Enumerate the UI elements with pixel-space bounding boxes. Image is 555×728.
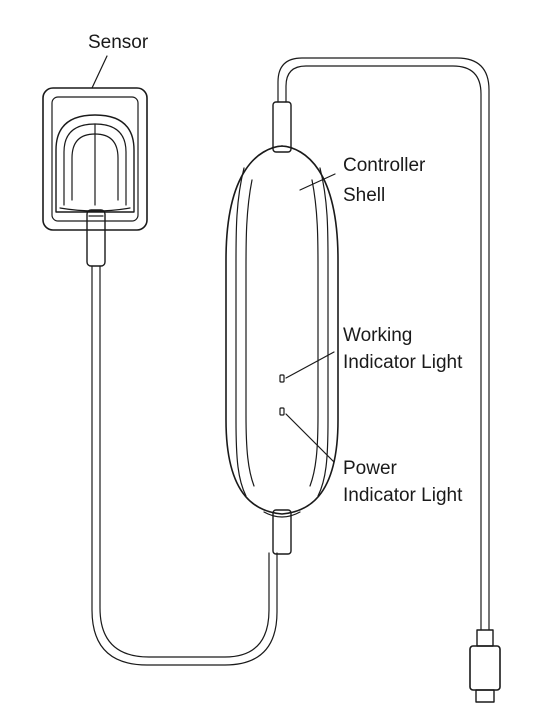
power-indicator-light-label: Power Indicator Light [343,457,462,508]
sensor-label: Sensor [88,31,148,55]
controller-shell-label: Controller Shell [343,154,425,208]
usb-cable-inner [285,65,482,631]
working-indicator-light-label: Working Indicator Light [343,324,462,375]
sensor-label-text: Sensor [88,32,149,53]
sensor-pad-outer [55,114,135,213]
sensor-pad-base [59,207,131,212]
sensor [42,87,148,267]
sensor-leader-line [91,55,108,89]
usb-cable [277,57,490,631]
usb-connector-neck [476,629,494,647]
top-strain-relief-body [272,101,292,153]
controller-shell-label-line2: Shell [343,185,386,206]
controller-shell-left-inner [245,179,255,487]
sensor-inner-frame [51,96,139,222]
controller-shell-right-ridge [317,167,329,497]
controller-bottom-strain-relief [263,509,301,555]
working-light-label-line2: Indicator Light [343,352,463,373]
controller-shell-leader-line [299,173,336,191]
bottom-strain-relief-collar [263,511,301,518]
usb-connector [469,629,501,703]
sensor-strain-relief [86,209,106,267]
controller-top-strain-relief [263,101,301,153]
bottom-strain-relief-body [272,509,292,555]
controller-shell-right-inner [309,179,319,487]
working-light-leader-line [285,351,335,379]
working-indicator-light [279,374,285,383]
controller-shell-left-ridge [235,167,247,497]
controller-shell-label-line1: Controller [343,155,426,176]
usb-connector-body [469,645,501,691]
sensor-outer-frame [42,87,148,231]
working-light-label-line1: Working [343,325,413,346]
usb-connector-plug [475,689,495,703]
sensor-cable-inner [99,265,270,658]
controller-shell [225,145,339,515]
power-light-leader-line [285,413,335,463]
power-light-label-line2: Indicator Light [343,485,463,506]
power-indicator-light [279,407,285,416]
controller-shell-outline [225,145,339,515]
sensor-cable [91,265,278,666]
power-light-label-line1: Power [343,458,397,479]
